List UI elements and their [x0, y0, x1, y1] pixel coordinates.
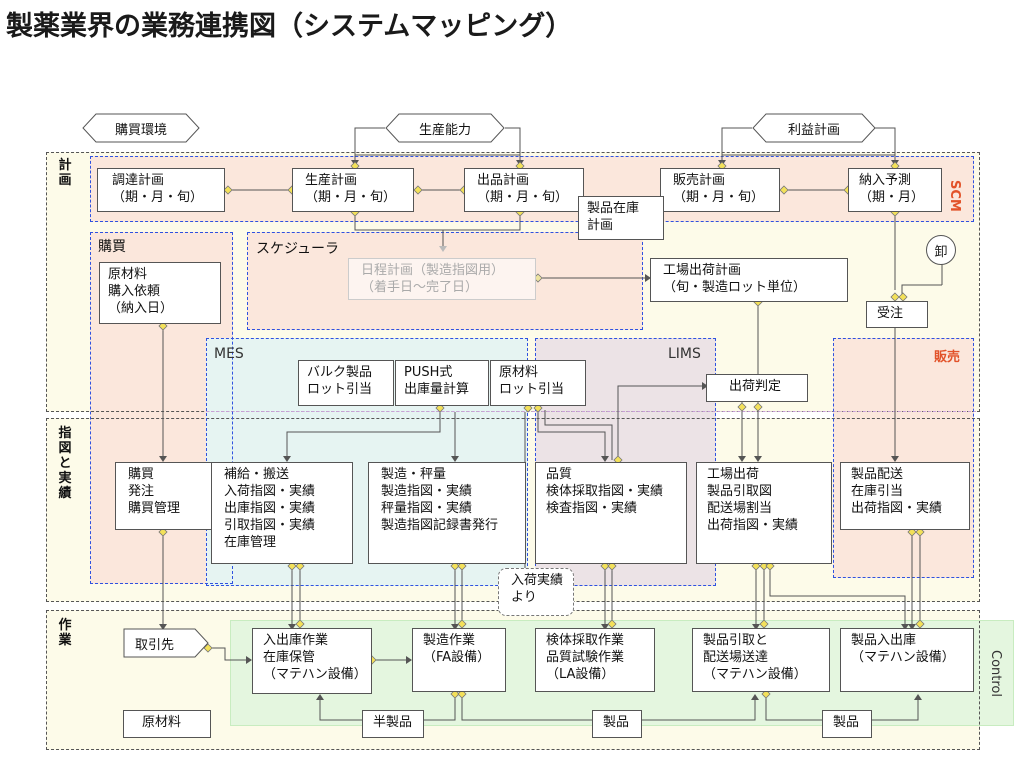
ship-plan-box: 出品計画 （期・月・旬）: [464, 168, 584, 212]
lims-label: LIMS: [668, 346, 701, 362]
sampling-work-box: 検体採取作業 品質試験作業 （LA設備）: [535, 628, 655, 692]
daily-plan-box: 日程計画（製造指図用） （着手日〜完了日）: [348, 258, 536, 300]
wholesaler-label: 卸: [934, 244, 948, 260]
purchase-mgmt-box: 購買 発注 購買管理: [115, 462, 213, 530]
supply-box: 補給・搬送 入荷指図・実績 出庫指図・実績 引取指図・実績 在庫管理: [211, 462, 353, 564]
receipt-note: 入荷実績 より: [498, 568, 574, 616]
scheduler-label: スケジューラ: [256, 241, 340, 257]
sales-plan-box: 販売計画 （期・月・旬）: [660, 168, 780, 212]
pickup-work-box: 製品引取と 配送場送達 （マテハン設備）: [692, 628, 830, 692]
push-calc-box: PUSH式 出庫量計算: [395, 360, 489, 406]
ship-judge-box: 出荷判定: [706, 374, 808, 402]
capacity-label: 生産能力: [418, 122, 471, 138]
wholesaler-circle: 卸: [926, 235, 956, 265]
profit-plan-hexagon: 利益計画: [752, 113, 876, 143]
work-band-label: 作 業: [58, 618, 72, 648]
manufacture-box: 製造・秤量 製造指図・実績 秤量指図・実績 製造指図記録書発行: [368, 462, 526, 564]
product-box-2: 製品: [822, 710, 872, 738]
mfg-work-box: 製造作業 （FA設備）: [412, 628, 506, 692]
scm-label: SCM: [947, 180, 962, 212]
factory-ship-box: 工場出荷 製品引取図 配送場割当 出荷指図・実績: [696, 462, 832, 564]
warehouse-work-box: 入出庫作業 在庫保管 （マテハン設備）: [252, 628, 372, 694]
product-delivery-box: 製品配送 在庫引当 出荷指図・実績: [840, 462, 970, 530]
semi-product-box: 半製品: [362, 710, 424, 738]
mes-label: MES: [214, 346, 244, 362]
page-title: 製薬業界の業務連携図（システムマッピング）: [6, 11, 573, 42]
scheduler-region: [247, 232, 643, 330]
capacity-hexagon: 生産能力: [385, 113, 505, 143]
supplier-label: 取引先: [135, 637, 175, 653]
supplier-pentagon: 取引先: [123, 628, 209, 658]
raw-material-box: 原材料: [123, 710, 211, 738]
procure-plan-box: 調達計画 （期・月・旬）: [97, 168, 225, 212]
raw-lot-box: 原材料 ロット引当: [490, 360, 586, 406]
product-io-box: 製品入出庫 （マテハン設備）: [840, 628, 974, 692]
raw-request-box: 原材料 購入依頼 （納入日）: [99, 262, 221, 324]
exec-band-label: 指 図 と 実 績: [58, 426, 72, 501]
sales-label: 販売: [934, 350, 961, 365]
prod-plan-box: 生産計画 （期・月・旬）: [292, 168, 414, 212]
quality-box: 品質 検体採取指図・実績 検査指図・実績: [535, 462, 687, 564]
factory-ship-plan-box: 工場出荷計画 （旬・製造ロット単位）: [650, 258, 848, 302]
plan-band-label: 計 画: [58, 158, 72, 188]
order-receipt-box: 受注: [866, 301, 928, 328]
inventory-plan-box: 製品在庫 計画: [578, 196, 664, 240]
product-box-1: 製品: [592, 710, 642, 738]
demand-forecast-box: 納入予測 （期・月）: [848, 168, 942, 212]
sales-region: [833, 338, 974, 578]
profit-plan-label: 利益計画: [787, 122, 840, 138]
purchase-env-hexagon: 購買環境: [82, 113, 200, 143]
scm-region: [90, 156, 974, 222]
mes-lims-divider: [206, 411, 976, 412]
bulk-lot-box: バルク製品 ロット引当: [298, 360, 394, 406]
purchase-label: 購買: [98, 239, 126, 255]
purchase-region: [90, 232, 233, 584]
purchase-env-label: 購買環境: [114, 122, 167, 138]
control-label: Control: [988, 650, 1003, 697]
sales-region-bg: [833, 338, 974, 578]
